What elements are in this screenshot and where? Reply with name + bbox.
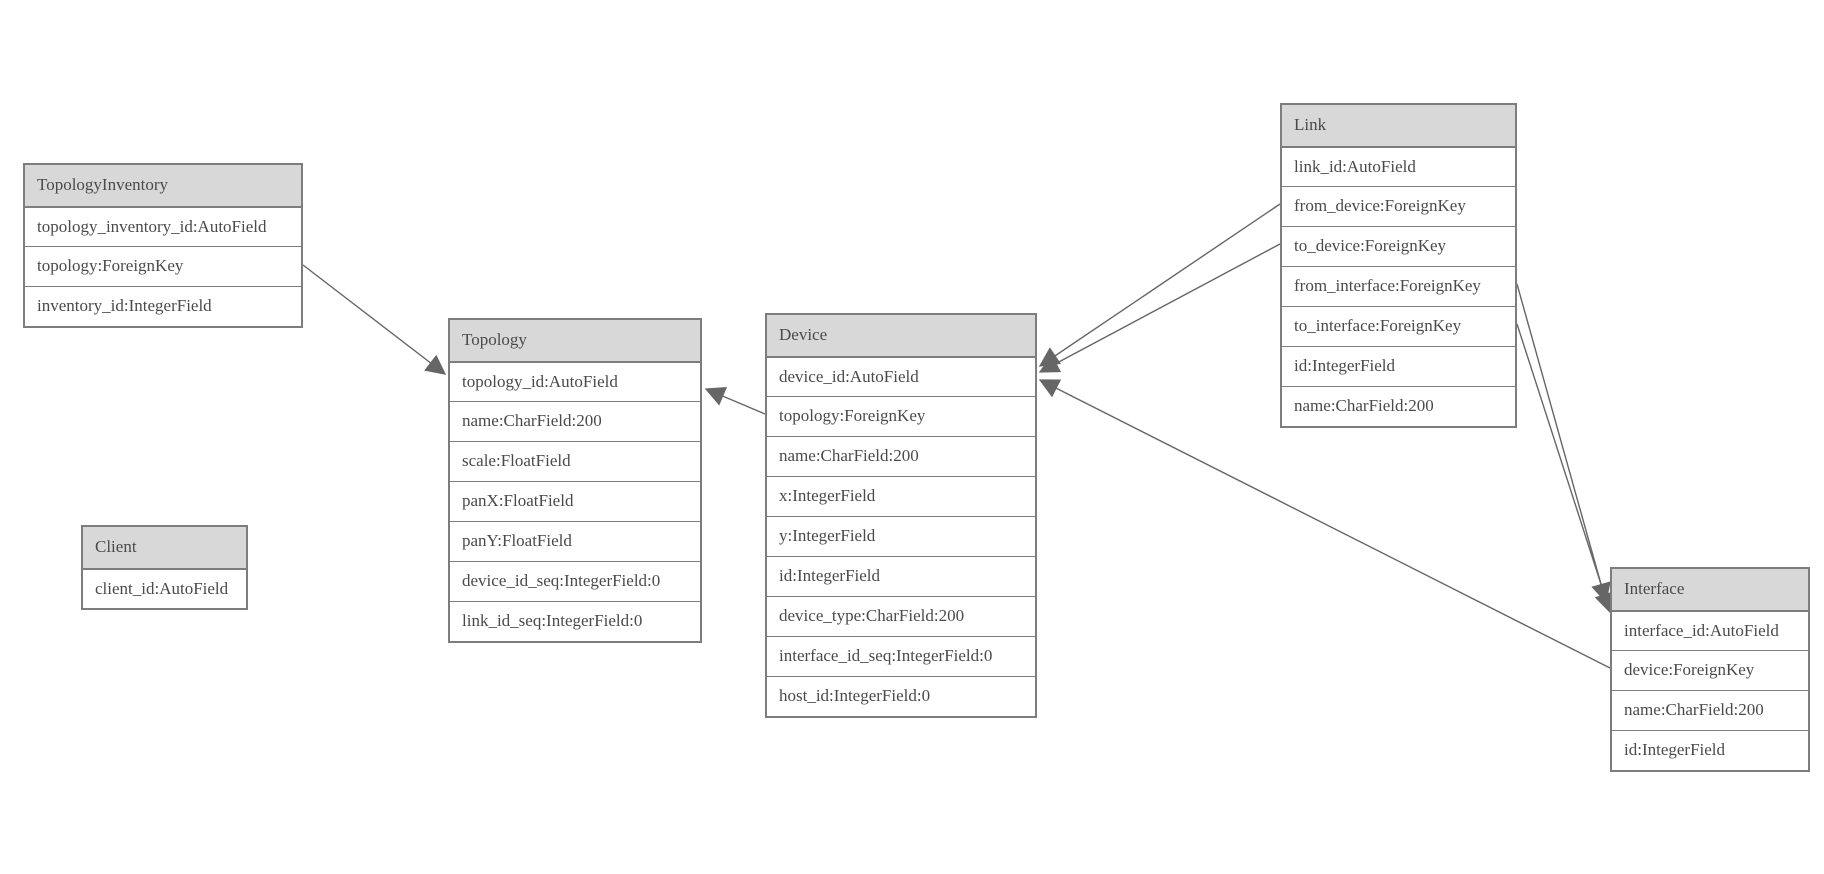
table-title: TopologyInventory [25, 165, 301, 206]
table-link: Link link_id:AutoField from_device:Forei… [1280, 103, 1517, 428]
field-row: name:CharField:200 [450, 401, 700, 441]
field-row: x:IntegerField [767, 476, 1035, 516]
table-title: Client [83, 527, 246, 568]
field-row: device_id_seq:IntegerField:0 [450, 561, 700, 601]
edge-link-tointerface-to-interface [1516, 323, 1614, 614]
edge-topologyinventory-to-topology [302, 264, 447, 375]
table-title: Topology [450, 320, 700, 361]
table-title: Device [767, 315, 1035, 356]
field-row: panX:FloatField [450, 481, 700, 521]
field-row: topology_inventory_id:AutoField [25, 206, 301, 246]
field-row: id:IntegerField [1612, 730, 1808, 770]
field-row: host_id:IntegerField:0 [767, 676, 1035, 716]
field-row: device_type:CharField:200 [767, 596, 1035, 636]
field-row: to_device:ForeignKey [1282, 226, 1515, 266]
field-row: panY:FloatField [450, 521, 700, 561]
field-row: to_interface:ForeignKey [1282, 306, 1515, 346]
field-row: id:IntegerField [767, 556, 1035, 596]
field-row: interface_id:AutoField [1612, 610, 1808, 650]
field-row: link_id_seq:IntegerField:0 [450, 601, 700, 641]
edge-link-frominterface-to-interface [1516, 283, 1611, 604]
field-row: device:ForeignKey [1612, 650, 1808, 690]
table-title: Interface [1612, 569, 1808, 610]
field-row: topology:ForeignKey [767, 396, 1035, 436]
table-client: Client client_id:AutoField [81, 525, 248, 610]
table-title: Link [1282, 105, 1515, 146]
table-topology-inventory: TopologyInventory topology_inventory_id:… [23, 163, 303, 328]
table-device: Device device_id:AutoField topology:Fore… [765, 313, 1037, 718]
field-row: name:CharField:200 [1282, 386, 1515, 426]
field-row: interface_id_seq:IntegerField:0 [767, 636, 1035, 676]
table-interface: Interface interface_id:AutoField device:… [1610, 567, 1810, 772]
field-row: scale:FloatField [450, 441, 700, 481]
field-row: topology:ForeignKey [25, 246, 301, 286]
field-row: id:IntegerField [1282, 346, 1515, 386]
edge-link-todevice-to-device [1038, 243, 1281, 373]
field-row: client_id:AutoField [83, 568, 246, 608]
edge-link-fromdevice-to-device [1038, 203, 1281, 367]
field-row: from_interface:ForeignKey [1282, 266, 1515, 306]
table-topology: Topology topology_id:AutoField name:Char… [448, 318, 702, 643]
field-row: y:IntegerField [767, 516, 1035, 556]
field-row: device_id:AutoField [767, 356, 1035, 396]
edge-device-to-topology [704, 387, 766, 415]
field-row: link_id:AutoField [1282, 146, 1515, 186]
field-row: name:CharField:200 [767, 436, 1035, 476]
field-row: from_device:ForeignKey [1282, 186, 1515, 226]
field-row: inventory_id:IntegerField [25, 286, 301, 326]
field-row: name:CharField:200 [1612, 690, 1808, 730]
field-row: topology_id:AutoField [450, 361, 700, 401]
